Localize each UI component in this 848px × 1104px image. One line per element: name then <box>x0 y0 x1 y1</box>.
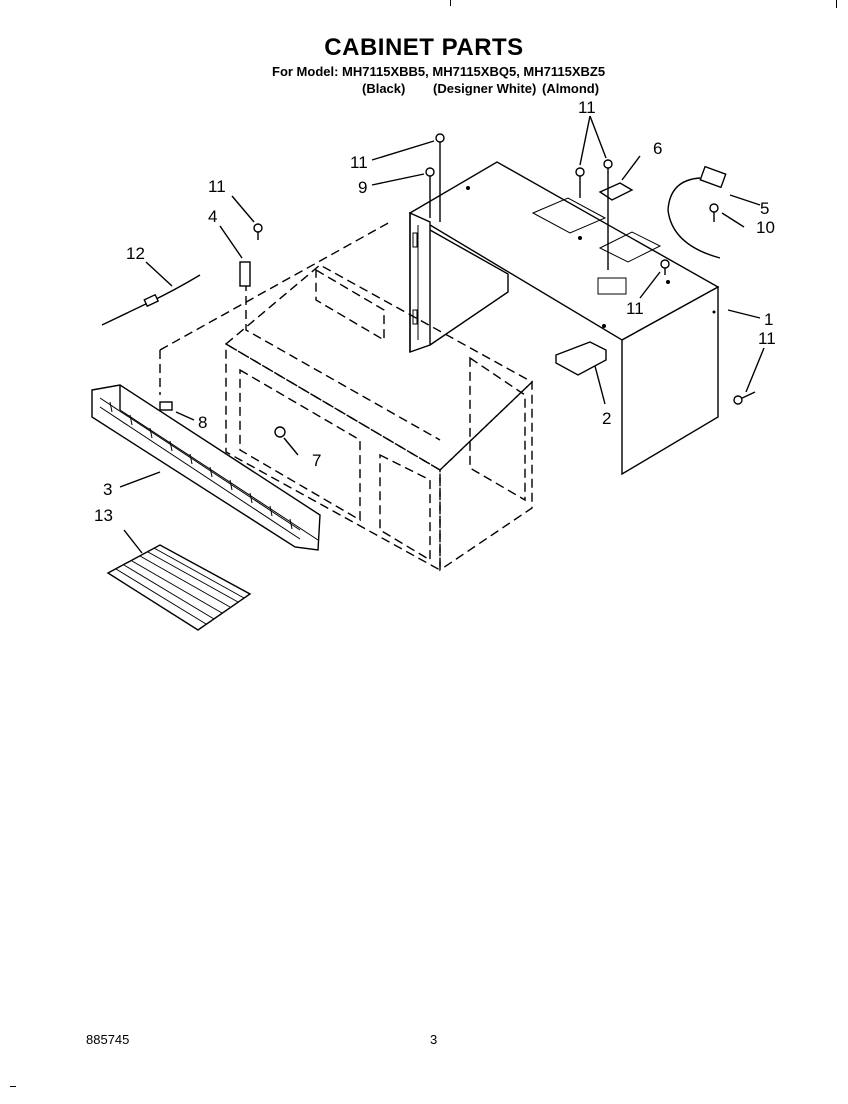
callout-2: 2 <box>602 409 611 428</box>
screws <box>253 133 756 405</box>
crop-mark-right <box>836 0 837 8</box>
crop-mark-bottom-left <box>10 1086 16 1087</box>
callout-1: 1 <box>764 310 773 329</box>
callout-11-top-left: 11 <box>350 153 368 172</box>
color-designer-white: (Designer White) <box>433 81 537 96</box>
callout-8: 8 <box>198 413 207 432</box>
clip-part-4 <box>239 261 251 287</box>
model-line: For Model: MH7115XBB5, MH7115XBQ5, MH711… <box>272 64 606 79</box>
callout-11-top-center: 11 <box>578 98 596 117</box>
callout-12: 12 <box>126 244 145 263</box>
callout-3: 3 <box>103 480 112 499</box>
callout-11-left: 11 <box>208 177 226 196</box>
color-black: (Black) <box>362 81 406 96</box>
power-cord-part-5 <box>667 177 721 259</box>
callout-6: 6 <box>653 139 662 158</box>
crop-mark-top <box>450 0 451 6</box>
clip-part-8 <box>159 401 173 411</box>
outer-cabinet <box>408 161 720 476</box>
callout-13: 13 <box>94 506 113 525</box>
bracket-part-6 <box>598 182 634 201</box>
inner-cavity-dashed <box>159 221 534 572</box>
screw-part-7 <box>274 426 286 438</box>
bracket-part-2 <box>555 341 607 376</box>
callout-5: 5 <box>760 199 769 218</box>
document-number: 885745 <box>86 1032 130 1047</box>
callout-10: 10 <box>756 218 775 237</box>
callout-4: 4 <box>208 207 217 226</box>
front-grille <box>91 384 321 551</box>
grease-filter <box>106 544 252 631</box>
callout-11-right: 11 <box>758 329 776 348</box>
callout-9: 9 <box>358 178 367 197</box>
leader-lines <box>119 115 765 554</box>
page-number: 3 <box>430 1032 438 1047</box>
page-title: CABINET PARTS <box>324 34 524 61</box>
callout-11-mid: 11 <box>626 299 644 318</box>
callout-7: 7 <box>312 451 321 470</box>
color-almond: (Almond) <box>542 81 600 96</box>
